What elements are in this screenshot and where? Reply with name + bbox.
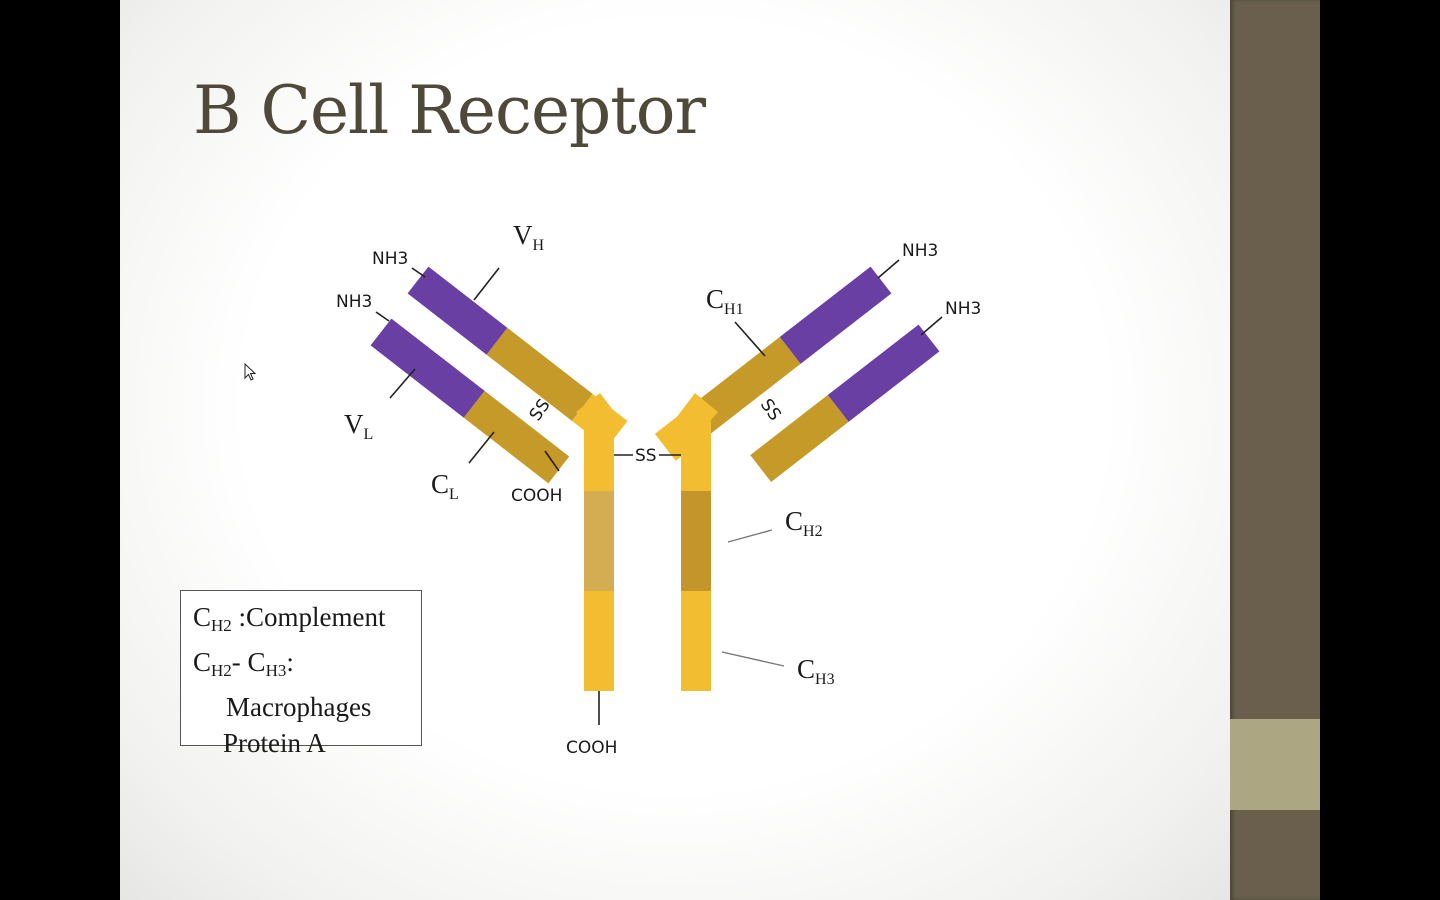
legend-line-ch2-ch3: CH2- CH3: xyxy=(193,644,421,689)
left-stem-hinge xyxy=(584,418,614,491)
label-vh: VH xyxy=(513,220,545,254)
leader-vl xyxy=(389,368,416,399)
leader-vh xyxy=(473,267,500,301)
slide-theme-sidebar-accent xyxy=(1230,719,1320,810)
left-vh-domain xyxy=(407,266,508,355)
leader-ch2 xyxy=(727,529,773,543)
legend-text: :Complement xyxy=(231,602,386,632)
label-ss-hinge: SS xyxy=(635,446,657,466)
label-cooh-heavy: COOH xyxy=(566,738,617,758)
constant-leader-lines xyxy=(721,529,785,667)
right-hinge-corner xyxy=(673,393,718,422)
label-ss-right: SS xyxy=(756,395,785,424)
legend-sub: H2 xyxy=(211,661,232,680)
leader-ch3 xyxy=(721,651,785,667)
label-nh3-right-light: NH3 xyxy=(945,299,981,319)
legend-line-protein-a: Protein A xyxy=(223,728,326,758)
leader-nh3-vh xyxy=(411,267,426,278)
right-light-chain-arm xyxy=(750,324,940,482)
legend-c: C xyxy=(247,647,266,677)
left-vl-domain xyxy=(370,318,485,418)
label-ch1: CH1 xyxy=(706,284,744,318)
legend-text: - xyxy=(231,647,248,677)
leader-nh3-vl xyxy=(375,311,390,322)
label-ch2: CH2 xyxy=(785,506,823,540)
mouse-pointer-icon xyxy=(244,363,257,381)
leader-cl xyxy=(468,431,495,464)
label-cl: CL xyxy=(431,469,459,503)
label-ch3: CH3 xyxy=(797,654,835,688)
legend-c: C xyxy=(193,602,212,632)
leader-ch1 xyxy=(734,321,766,357)
legend-c: C xyxy=(193,647,212,677)
label-nh3-left-heavy: NH3 xyxy=(372,249,408,269)
right-vh-domain xyxy=(779,266,892,364)
left-cl-domain xyxy=(463,390,570,484)
label-cooh-light: COOH xyxy=(511,486,562,506)
legend-text: : xyxy=(286,647,294,677)
label-nh3-right-heavy: NH3 xyxy=(902,241,938,261)
right-vl-domain xyxy=(827,324,940,422)
legend-sub: H2 xyxy=(211,616,232,635)
leader-nh3-right-heavy xyxy=(877,259,900,279)
left-hinge-corner xyxy=(576,393,622,422)
label-nh3-left-light: NH3 xyxy=(336,292,372,312)
label-vl: VL xyxy=(344,409,373,443)
label-leader-lines xyxy=(375,259,943,725)
legend-line-complement: CH2 :Complement xyxy=(193,599,421,644)
left-ch2-domain xyxy=(584,491,614,591)
left-light-chain-arm xyxy=(370,318,570,484)
leader-cooh-light xyxy=(544,450,560,472)
right-ch2-domain xyxy=(681,491,711,591)
slide-title: B Cell Receptor xyxy=(193,72,706,149)
left-ch3-domain xyxy=(584,591,614,691)
legend-line-macrophages: Macrophages xyxy=(226,692,372,722)
right-stem-hinge xyxy=(681,418,711,491)
legend-sub: H3 xyxy=(265,661,287,680)
left-ch1-domain xyxy=(486,327,593,421)
function-legend-box: CH2 :Complement CH2- CH3: Macrophages Pr… xyxy=(180,590,422,758)
leader-nh3-right-light xyxy=(920,316,943,336)
right-cl-domain xyxy=(750,395,849,482)
right-ch3-domain xyxy=(681,591,711,691)
